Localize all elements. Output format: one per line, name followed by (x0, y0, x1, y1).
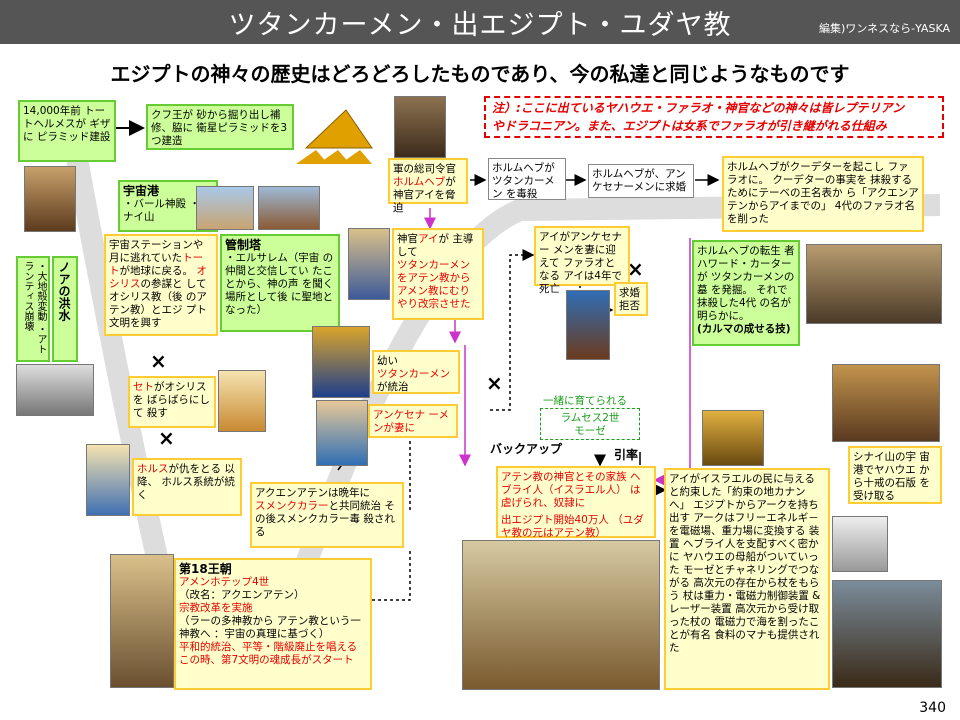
horemheb-image (394, 96, 446, 158)
guide-label: 引率 (614, 448, 639, 462)
ay-marry-box: アイがアンケセナー メンを妻に迎えて ファラオとなる アイは4年で死亡 (534, 226, 630, 295)
carter-box: ホルムヘブの転生 者ハワード・カーター が ツタンカーメンの墓 を発掘。 それで… (692, 240, 800, 346)
mountain-image (258, 186, 320, 230)
akhenaten-box: アクエンアテンは晩年にスメンクカラーと共同統治 その後スメンクカラー毒 殺される (250, 482, 404, 548)
svg-text:×: × (627, 257, 644, 281)
horus-box: ホルスが仇をとる 以降、 ホルス系統が続く (132, 458, 242, 516)
page-number: 340 (919, 700, 946, 716)
page-title: ツタンカーメン・出エジプト・ユダヤ教 (228, 10, 732, 41)
coup-box: ホルムヘブがクーデターを起こし ファラオに。 クーデターの事実を 抹殺するために… (722, 156, 924, 232)
warning-note: 注）:ここに出ているヤハウエ・ファラオ・神官などの神々は皆レプテリアン やドラコ… (484, 96, 944, 138)
young-king-box: 幼いツタンカーメンが統治 (372, 350, 460, 394)
svg-text:×: × (158, 426, 175, 450)
ark-covenant-image (702, 410, 764, 466)
tomb-excavation-image (806, 244, 942, 324)
caduceus-image (832, 516, 888, 572)
station-box: 宇宙ステーションや 月に逃れていたトー トが地球に戻る。 オシリスの参謀と して… (104, 234, 218, 336)
backup-label: バックアップ (490, 442, 563, 456)
poison-box: ホルムヘブが ツタンカーメン を毒殺 (488, 158, 566, 200)
noah-box: ノアの洪水 (52, 256, 78, 362)
svg-text:×: × (150, 349, 167, 373)
akhenaten-image (110, 554, 174, 688)
thoth-box: 14,000年前 トートヘルメスが ギザに ピラミッド建設 (18, 100, 116, 162)
set-box: セトがオシリスを ばらばらにして 殺す (128, 376, 216, 428)
atlantis-box: ・大地殻変動 ・アトランティス崩壊 (16, 256, 50, 362)
wife-box: アンケセナ ーメンが妻に (368, 404, 458, 438)
reject-box: 求婚 拒否 (614, 282, 648, 316)
tutankhamun-mask-image (312, 326, 370, 398)
horus-image (86, 444, 130, 516)
ten-commandments-image (832, 364, 940, 442)
thoth-image (24, 166, 76, 232)
marry-request-box: ホルムヘブが、アン ケセナーメンに求婚 (588, 164, 694, 198)
sinai-box: シナイ山の宇 宙港でヤハウエ から十戒の石版 を受け取る (848, 446, 942, 504)
temple-image (196, 186, 254, 230)
ark-box: アイがイスラエルの民に与える と約束した「約束の地カナンへ」 エジプトからアーク… (664, 468, 830, 690)
subtitle: エジプトの神々の歴史はどろどろしたものであり、今の私達と同じようなものです (110, 62, 850, 86)
dynasty-box: 第18王朝 アメンホテップ4世 （改名：アクエンアテン） 宗教改革を実施 （ラー… (174, 558, 372, 690)
credit: 編集)ワンネスなら-YASKA (819, 22, 950, 35)
ankhesenamun-image (566, 290, 610, 360)
set-image (218, 370, 266, 432)
tower-box: 管制塔 ・エルサレム（宇宙 の仲間と交信してい たことから、神の声 を聞く場所と… (220, 234, 340, 332)
ark-flood-image (16, 364, 94, 416)
couple-image (316, 400, 368, 466)
exodus-image (462, 540, 660, 690)
together-label: 一緒に育てられる (538, 392, 632, 408)
aten-box: アテン教の神官とその家族 ヘブライ人（イスラエル人） は虐げられ、奴隷に 出エジ… (496, 466, 656, 539)
moses-staff-image (832, 580, 942, 688)
khufu-box: クフ王が 砂から掘り出し補修、脇に 衛星ピラミッドを3つ建造 (146, 104, 294, 150)
svg-text:×: × (486, 371, 503, 395)
general-box: 軍の総司令官 ホルムヘブが 神官アイを脅迫 (388, 158, 468, 214)
header-bar (0, 0, 960, 44)
priest-box: 神官アイが 主導して ツタンカーメン をアテン教から アメン教にむり やり改宗さ… (392, 228, 484, 320)
ay-image (348, 228, 390, 300)
ramses-moses-box: ラムセス2世 モーゼ (540, 408, 640, 440)
